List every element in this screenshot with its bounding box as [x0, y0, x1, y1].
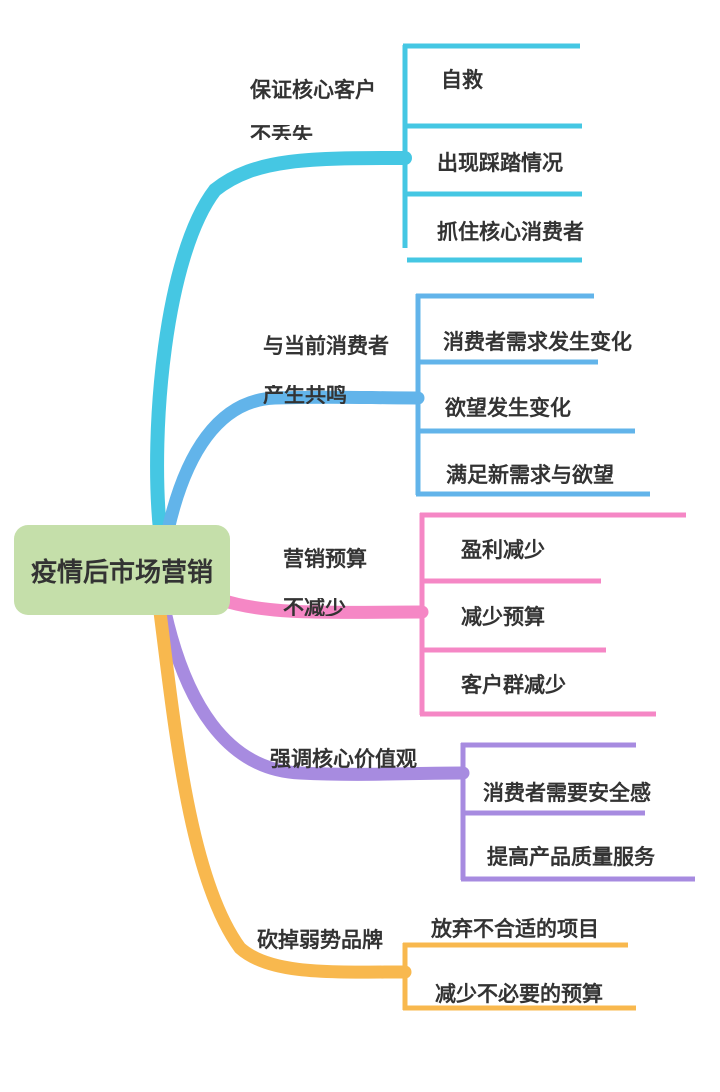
leaf-2-3[interactable]: 满足新需求与欲望: [446, 463, 614, 487]
branch-label-3-line1[interactable]: 营销预算: [283, 547, 367, 571]
branch-label-4[interactable]: 强调核心价值观: [270, 747, 417, 771]
leaf-4-1[interactable]: 消费者需要安全感: [483, 781, 651, 805]
leaf-1-1[interactable]: 自救: [441, 68, 483, 92]
branch-connector-5: [153, 605, 412, 979]
branch-label-1-line2[interactable]: 不丢失: [250, 125, 313, 140]
leaf-2-2[interactable]: 欲望发生变化: [445, 396, 571, 420]
branch-label-2-line1[interactable]: 与当前消费者: [263, 334, 389, 358]
leaf-2-1[interactable]: 消费者需求发生变化: [443, 330, 632, 354]
leaf-1-3[interactable]: 抓住核心消费者: [437, 220, 584, 244]
branch-label-1-line1[interactable]: 保证核心客户: [250, 78, 376, 102]
branch-label-5[interactable]: 砍掉弱势品牌: [257, 928, 383, 952]
branch-connector-1: [150, 151, 412, 537]
leaf-1-2[interactable]: 出现踩踏情况: [437, 151, 563, 175]
leaf-5-1[interactable]: 放弃不合适的项目: [431, 917, 599, 941]
root-label: 疫情后市场营销: [30, 557, 213, 588]
branch-connector-3: [215, 593, 429, 619]
branch-label-3-line2[interactable]: 不减少: [283, 598, 346, 616]
branch-label-2-line2[interactable]: 产生共鸣: [263, 385, 347, 404]
leaf-3-2[interactable]: 减少预算: [461, 605, 545, 629]
branch-connector-4: [158, 605, 470, 781]
leaf-4-2[interactable]: 提高产品质量服务: [487, 845, 655, 869]
branch-connector-2: [161, 390, 425, 537]
root-node[interactable]: 疫情后市场营销: [14, 525, 230, 615]
leaf-3-3[interactable]: 客户群减少: [461, 673, 566, 697]
leaf-3-1[interactable]: 盈利减少: [461, 538, 545, 562]
leaf-5-2[interactable]: 减少不必要的预算: [435, 982, 603, 1006]
